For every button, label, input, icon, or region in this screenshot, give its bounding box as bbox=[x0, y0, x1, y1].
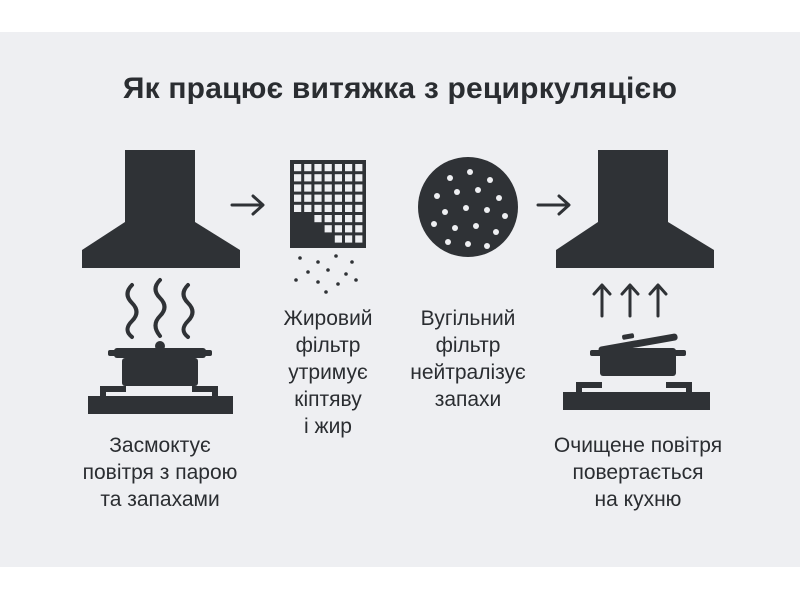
caption-line: Вугільний bbox=[420, 307, 516, 330]
gas-stove-icon bbox=[88, 386, 233, 414]
caption-line: і жир bbox=[304, 415, 352, 438]
grease-particles-icon bbox=[294, 254, 358, 294]
step-1-caption: Засмоктує повітря з парою та запахами bbox=[60, 432, 260, 513]
grease-filter-mesh-icon bbox=[290, 160, 366, 248]
caption-line: Жировий bbox=[283, 307, 373, 330]
steam-icon bbox=[125, 278, 195, 339]
arrow-right-icon bbox=[536, 194, 571, 216]
range-hood-icon bbox=[556, 150, 714, 268]
caption-line: фільтр bbox=[435, 334, 501, 357]
cooking-pot-icon bbox=[590, 333, 686, 376]
step-4-caption: Очищене повітря повертається на кухню bbox=[538, 432, 738, 513]
diagram-panel bbox=[0, 32, 800, 567]
caption-line: фільтр bbox=[295, 334, 361, 357]
step-3-caption: Вугільний фільтр нейтралізує запахи bbox=[403, 305, 533, 413]
caption-line: утримує bbox=[288, 361, 368, 384]
caption-line: Засмоктує bbox=[109, 434, 211, 457]
caption-line: Очищене повітря bbox=[553, 434, 723, 457]
caption-line: нейтралізує bbox=[410, 361, 526, 384]
gas-stove-icon bbox=[563, 382, 710, 410]
step-2-caption: Жировий фільтр утримує кіптяву і жир bbox=[268, 305, 388, 440]
clean-air-arrows-icon bbox=[592, 283, 668, 318]
diagram-title: Як працює витяжка з рециркуляцією bbox=[122, 72, 678, 105]
arrow-right-icon bbox=[230, 194, 265, 216]
caption-line: та запахами bbox=[100, 488, 220, 511]
caption-line: на кухню bbox=[594, 488, 682, 511]
caption-line: запахи bbox=[434, 388, 502, 411]
caption-line: повертається bbox=[572, 461, 704, 484]
cooking-pot-icon bbox=[108, 341, 212, 386]
charcoal-filter-icon bbox=[418, 157, 518, 257]
caption-line: повітря з парою bbox=[82, 461, 238, 484]
range-hood-icon bbox=[82, 150, 240, 268]
caption-line: кіптяву bbox=[294, 388, 362, 411]
